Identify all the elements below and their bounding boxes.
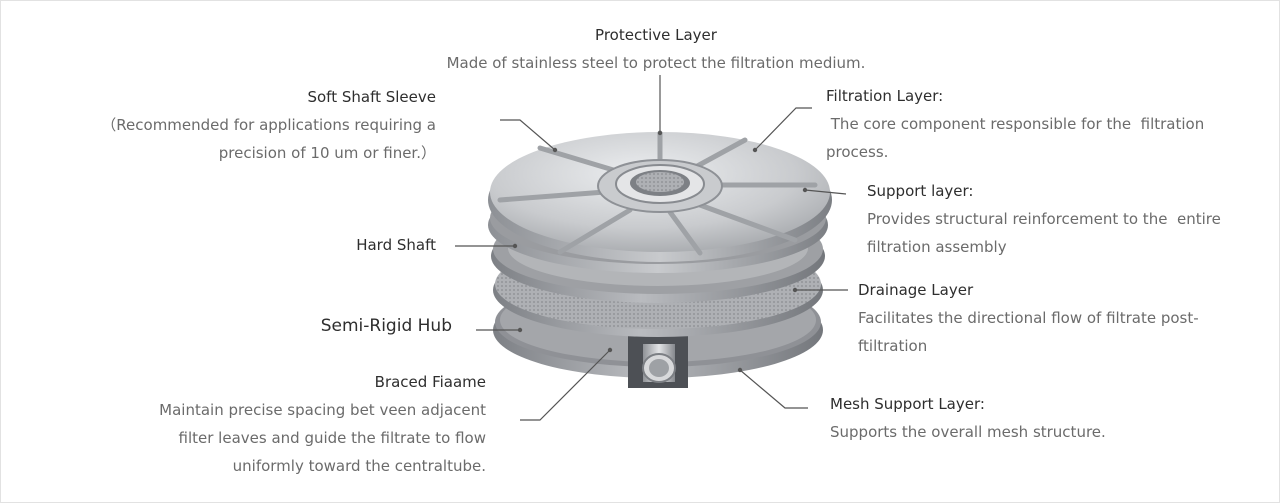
label-semi-rigid-hub: Semi-Rigid Hub [250, 312, 452, 340]
hard-shaft-title: Hard Shaft [356, 236, 436, 254]
soft-shaft-title: Soft Shaft Sleeve [307, 88, 436, 106]
leader-lines [455, 75, 848, 421]
braced-desc-3: uniformly toward the centraltube. [232, 457, 486, 475]
leader-braced [520, 349, 611, 421]
braced-desc-2: filter leaves and guide the filtrate to … [178, 429, 486, 447]
leader-filtration [754, 107, 812, 151]
label-soft-shaft-sleeve: Soft Shaft Sleeve （Recommended for appli… [70, 83, 436, 167]
protective-layer-title: Protective Layer [595, 26, 717, 44]
label-braced-frame: Braced Fiaame Maintain precise spacing b… [100, 368, 486, 480]
central-tube [628, 330, 688, 388]
support-title: Support layer: [867, 182, 974, 200]
braced-title: Braced Fiaame [374, 373, 486, 391]
label-mesh-support-layer: Mesh Support Layer: Supports the overall… [830, 390, 1230, 446]
support-desc-2: filtration assembly [867, 238, 1007, 256]
soft-shaft-desc-2: precision of 10 um or finer.） [218, 144, 436, 162]
filtration-desc-1: The core component responsible for the f… [826, 115, 1205, 133]
protective-layer-desc: Made of stainless steel to protect the f… [446, 54, 866, 72]
soft-shaft-desc-1: （Recommended for applications requiring … [101, 116, 436, 134]
leader-dots [512, 130, 808, 373]
drainage-desc-1: Facilitates the directional flow of filt… [858, 309, 1199, 327]
leader-soft-shaft [500, 119, 556, 151]
filtration-desc-2: process. [826, 143, 889, 161]
label-protective-layer: Protective Layer Made of stainless steel… [420, 21, 892, 77]
drainage-title: Drainage Layer [858, 281, 974, 299]
label-drainage-layer: Drainage Layer Facilitates the direction… [858, 276, 1258, 360]
protective-disc [488, 130, 832, 262]
label-support-layer: Support layer: Provides structural reinf… [867, 177, 1267, 261]
semi-rigid-title: Semi-Rigid Hub [320, 316, 452, 336]
leader-support [804, 189, 847, 195]
support-desc-1: Provides structural reinforcement to the… [867, 210, 1221, 228]
label-hard-shaft: Hard Shaft [300, 231, 436, 259]
filtration-title: Filtration Layer: [826, 87, 944, 105]
leader-mesh-support [739, 369, 808, 409]
mesh-support-desc: Supports the overall mesh structure. [830, 423, 1106, 441]
label-filtration-layer: Filtration Layer: The core component res… [826, 82, 1246, 166]
drainage-desc-2: ftiltration [858, 337, 928, 355]
mesh-support-title: Mesh Support Layer: [830, 395, 985, 413]
braced-desc-1: Maintain precise spacing bet veen adjace… [159, 401, 486, 419]
